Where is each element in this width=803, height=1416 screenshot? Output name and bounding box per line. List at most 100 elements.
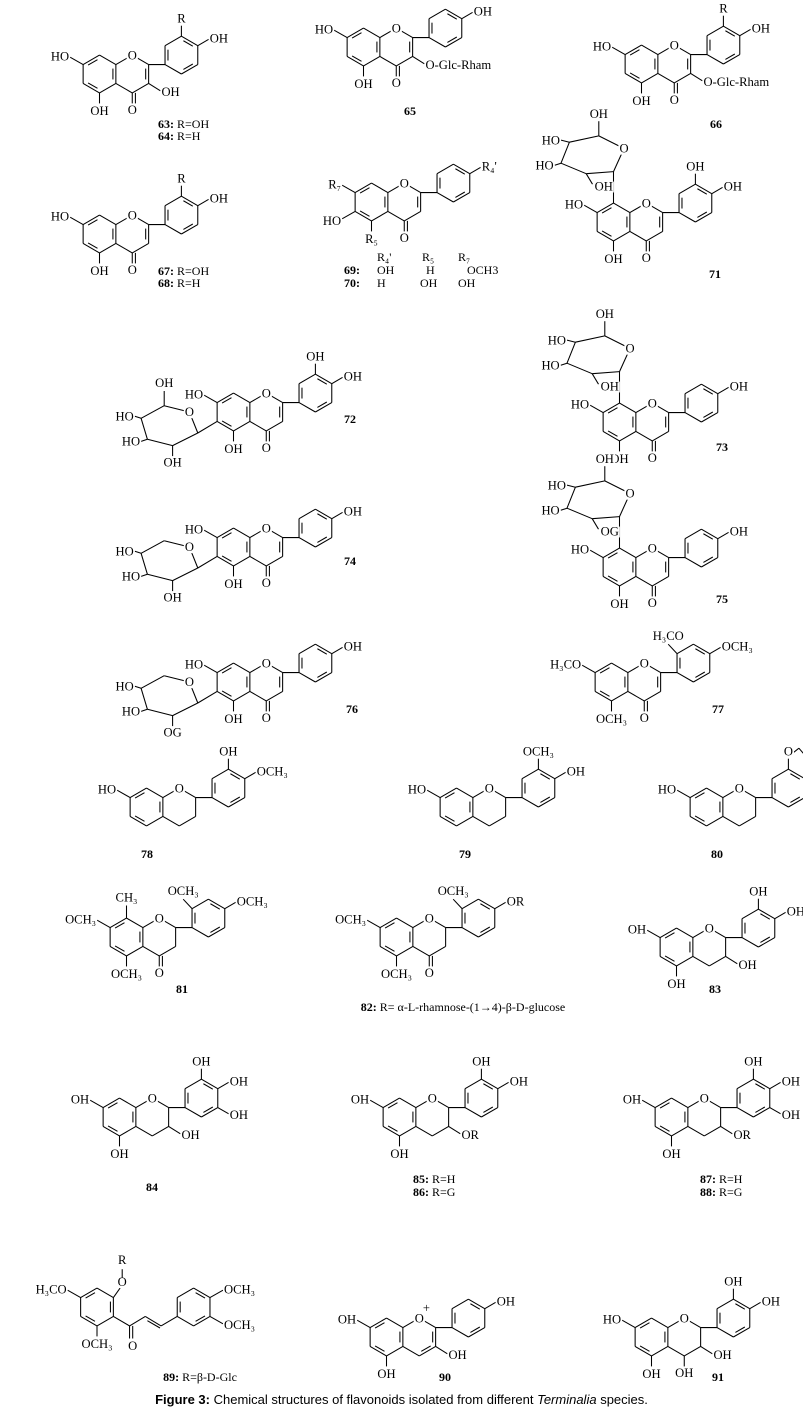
bond	[315, 373, 333, 385]
bond	[183, 200, 194, 207]
bond	[387, 1125, 398, 1132]
bond	[341, 184, 356, 194]
substituent-label: HO	[571, 542, 589, 556]
bond	[233, 555, 251, 567]
bond	[591, 518, 599, 530]
bond	[790, 773, 801, 780]
bond	[480, 926, 491, 933]
bond	[607, 430, 618, 437]
bond	[619, 547, 637, 559]
sugar-substituent-label: HO	[548, 478, 566, 492]
bond	[354, 210, 372, 222]
bond	[371, 182, 389, 194]
bond	[634, 1317, 652, 1329]
bond	[399, 1097, 417, 1109]
bond	[451, 1298, 469, 1310]
substituent-label: O	[784, 745, 793, 759]
substituent-label: OH	[510, 1075, 528, 1089]
bond	[693, 672, 711, 683]
bond	[554, 771, 566, 780]
table-header: R₇	[458, 250, 471, 264]
sugar-substituent-label: OH	[595, 180, 613, 194]
substituent-label: OCH₃	[111, 967, 142, 981]
bond	[671, 1097, 689, 1109]
bond	[80, 1315, 98, 1327]
bond	[233, 420, 251, 432]
substituent-label: OH	[224, 577, 242, 591]
substituent-label: OH	[713, 1348, 731, 1362]
bond	[560, 507, 568, 511]
bond	[651, 575, 669, 587]
bond	[431, 1125, 449, 1137]
bond	[560, 162, 587, 175]
bond	[387, 1102, 398, 1109]
bond	[621, 1319, 636, 1329]
substituent-label: OH	[230, 1075, 248, 1089]
bond	[753, 1078, 771, 1090]
bond	[703, 556, 714, 563]
bond	[684, 557, 702, 568]
bond	[575, 480, 605, 488]
bond	[488, 815, 506, 827]
substituent-label: OCH₃	[523, 745, 554, 759]
bond	[82, 54, 100, 66]
bond	[298, 537, 316, 548]
bond	[664, 932, 675, 939]
bond	[651, 1317, 669, 1329]
bond	[82, 82, 100, 94]
substituent-label: OH	[224, 442, 242, 456]
bond	[611, 46, 626, 56]
sugar-substituent-label: HO	[116, 409, 134, 423]
substituent-label: HO	[51, 49, 69, 63]
bond	[554, 162, 562, 166]
sugar-ring-oxygen: O	[185, 675, 194, 689]
bond	[643, 690, 661, 702]
ring-oxygen: O	[648, 541, 657, 555]
bond	[193, 1287, 211, 1299]
bond	[85, 1315, 96, 1322]
bond	[203, 664, 218, 674]
table-cell: OH	[458, 276, 476, 290]
sugar-ring-oxygen: O	[185, 540, 194, 554]
ring-oxygen: O	[705, 921, 714, 935]
bond	[102, 1097, 120, 1109]
bond	[99, 214, 117, 226]
bond	[444, 815, 455, 822]
bond	[706, 815, 724, 827]
bond	[602, 402, 620, 414]
bond	[758, 937, 776, 948]
bond	[315, 402, 333, 413]
bond	[216, 690, 234, 702]
bond	[96, 1315, 114, 1327]
bond	[298, 643, 316, 655]
bond	[697, 188, 708, 195]
substituent-label: OH	[344, 370, 362, 384]
bond	[197, 38, 209, 47]
substituent-label: O	[648, 451, 657, 465]
bond	[384, 945, 395, 952]
bond	[769, 1107, 781, 1115]
bond	[690, 73, 703, 82]
ring-oxygen: O	[262, 656, 271, 670]
bond	[69, 216, 84, 226]
sugar-substituent-label: OH	[601, 380, 619, 394]
compound-label-87: 87: R=H	[700, 1172, 743, 1186]
bond	[798, 747, 803, 754]
bond	[483, 1083, 494, 1090]
sugar-substituent-label: OH	[590, 107, 608, 121]
ring-oxygen: O	[648, 396, 657, 410]
bond	[635, 430, 653, 442]
bond	[233, 527, 251, 539]
bond	[164, 195, 182, 207]
bond	[646, 929, 661, 939]
compound-label-63: 63: R=OH	[158, 117, 210, 131]
bond	[651, 1345, 669, 1357]
compound-label-73: 73	[716, 440, 728, 454]
substituent-label: OH	[90, 264, 108, 278]
bond	[164, 64, 182, 75]
bond	[369, 1345, 387, 1357]
bond	[722, 815, 740, 827]
